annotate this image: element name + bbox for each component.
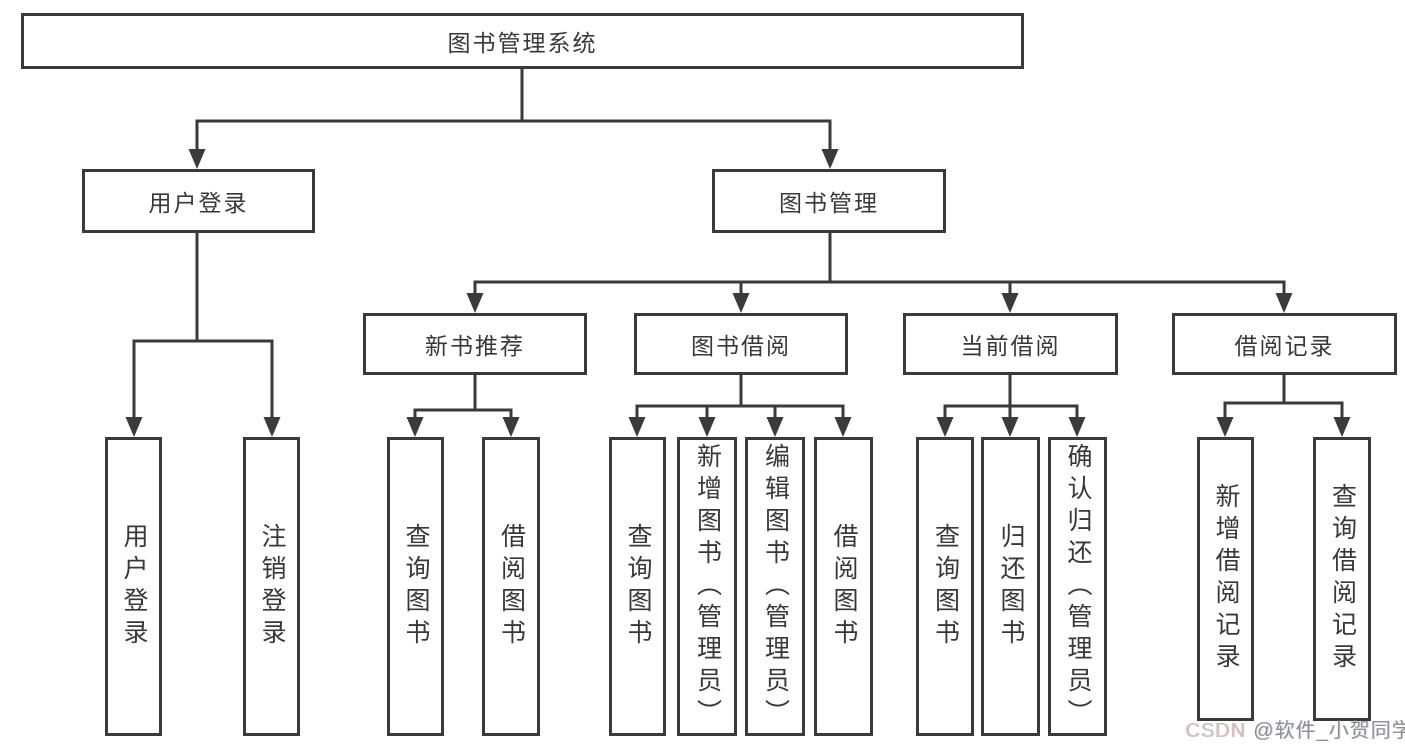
leaf-confirm-return-admin: 确认归还（管理员） [1048,437,1107,736]
leaf-logout-login-label: 注销登录 [258,522,286,651]
leaf-query-borrow-record: 查询借阅记录 [1313,437,1371,721]
leaf-current-query-books: 查询图书 [916,437,974,736]
node-user-login-label: 用户登录 [148,190,249,216]
leaf-return-books-label: 归还图书 [997,522,1025,651]
node-book-borrowing-label: 图书借阅 [691,333,791,359]
leaf-add-books-admin-label: 新增图书（管理员） [693,442,722,731]
node-root: 图书管理系统 [21,13,1024,69]
leaf-recommend-query-books-label: 查询图书 [402,522,430,651]
leaf-current-query-books-label: 查询图书 [931,522,960,651]
leaf-borrowing-borrow-books: 借阅图书 [814,437,873,736]
leaf-edit-books-admin: 编辑图书（管理员） [745,437,805,736]
csdn-watermark: CSDN @软件_小贺同学 [1186,714,1405,743]
leaf-add-borrow-record-label: 新增借阅记录 [1212,483,1240,675]
node-current-borrowing: 当前借阅 [903,313,1118,375]
leaf-user-login-label: 用户登录 [120,522,148,651]
leaf-recommend-query-books: 查询图书 [387,437,444,736]
node-book-management-label: 图书管理 [779,190,879,216]
node-user-login: 用户登录 [82,169,315,233]
csdn-watermark-handle: @软件_小贺同学 [1253,720,1405,742]
node-borrowing-records-label: 借阅记录 [1234,333,1335,359]
node-new-book-recommend-label: 新书推荐 [425,333,525,359]
node-book-management: 图书管理 [712,169,946,233]
leaf-add-books-admin: 新增图书（管理员） [677,437,737,736]
leaf-borrowing-borrow-books-label: 借阅图书 [830,522,858,651]
leaf-add-borrow-record: 新增借阅记录 [1197,437,1254,721]
leaf-recommend-borrow-books: 借阅图书 [482,437,540,736]
csdn-watermark-prefix: CSDN [1186,720,1254,742]
leaf-borrowing-query-books-label: 查询图书 [624,522,652,651]
node-current-borrowing-label: 当前借阅 [960,333,1061,359]
leaf-edit-books-admin-label: 编辑图书（管理员） [761,442,790,731]
node-borrowing-records: 借阅记录 [1172,313,1397,375]
leaf-borrowing-query-books: 查询图书 [609,437,666,736]
node-root-label: 图书管理系统 [447,30,598,56]
node-new-book-recommend: 新书推荐 [363,313,587,375]
node-book-borrowing: 图书借阅 [634,313,848,375]
leaf-user-login: 用户登录 [105,437,162,736]
leaf-return-books: 归还图书 [981,437,1040,736]
leaf-recommend-borrow-books-label: 借阅图书 [497,522,526,651]
leaf-logout-login: 注销登录 [243,437,300,736]
leaf-confirm-return-admin-label: 确认归还（管理员） [1064,442,1092,731]
leaf-query-borrow-record-label: 查询借阅记录 [1328,483,1357,675]
